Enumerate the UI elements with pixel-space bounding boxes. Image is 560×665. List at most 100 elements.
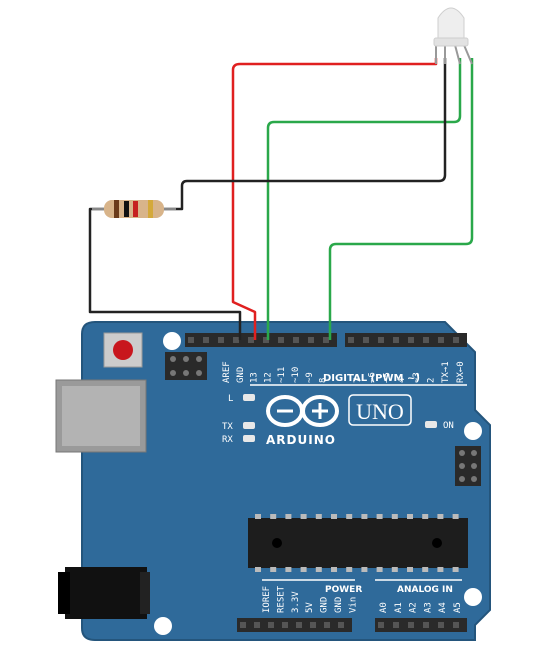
chip-pin (376, 567, 383, 572)
pin-label: GND (320, 597, 330, 613)
chip-pin (255, 567, 261, 572)
header-pin (423, 622, 429, 628)
pin-label: 13 (250, 372, 260, 383)
pin-label: 7 (353, 378, 363, 383)
chip-pin (255, 514, 261, 519)
pin-label: 12 (263, 372, 273, 383)
wires (88, 58, 474, 340)
header-pin (438, 337, 444, 343)
header-pin (363, 337, 369, 343)
mounting-hole (163, 332, 181, 350)
header-pin (268, 622, 274, 628)
digital-pin-labels-right: 7 ~6 ~5 4 ~3 2 TX→1 RX←0 (353, 361, 466, 383)
chip-pin (422, 567, 429, 572)
led-on: ON (425, 421, 454, 431)
led-tx: TX (222, 422, 255, 432)
pin-label: 5V (305, 602, 315, 613)
chip-pin (361, 514, 368, 519)
header-pin (233, 337, 239, 343)
svg-text:UNO: UNO (356, 399, 404, 424)
led-l: L (228, 394, 255, 404)
svg-text:ON: ON (443, 421, 454, 431)
chip-pin (270, 567, 277, 572)
chip-pin (300, 514, 307, 519)
header-pin (378, 622, 384, 628)
analog-label: ANALOG IN (397, 585, 453, 595)
pin-label: 4 (397, 378, 407, 383)
resistor (92, 200, 176, 218)
pin-label: 2 (427, 378, 437, 383)
icsp-header-right (455, 446, 481, 486)
resistor-band (133, 201, 138, 217)
wire-pin12-green (266, 58, 462, 340)
chip-pin (270, 514, 277, 519)
chip-pin (437, 567, 444, 572)
chip-pin (285, 514, 292, 519)
wire-gnd (88, 207, 242, 340)
header-pin (408, 337, 414, 343)
header-pin (323, 337, 329, 343)
digital-label: DIGITAL (PWM ~) (323, 373, 420, 384)
header-pin (310, 622, 316, 628)
mounting-hole (464, 422, 482, 440)
chip-pin (331, 514, 337, 519)
pin-label: GND (334, 597, 344, 613)
header-pin (278, 337, 284, 343)
digital-header-left (185, 333, 337, 347)
power-label: POWER (325, 585, 362, 595)
pin-label: A3 (423, 602, 433, 613)
chip-pin (361, 567, 368, 572)
led-rx: RX (222, 435, 255, 445)
header-pin (263, 337, 269, 343)
chip-pin (452, 514, 459, 519)
chip-pin (331, 567, 337, 572)
resistor-band (148, 200, 153, 218)
chip-pin (300, 567, 307, 572)
chip-pin (376, 514, 383, 519)
header-pin (240, 622, 246, 628)
header-pin (248, 337, 254, 343)
chip-pin (437, 514, 444, 519)
digital-header-right (345, 333, 467, 347)
chip-pin (391, 567, 398, 572)
pin-label: ~5 (382, 372, 392, 383)
header-pin (293, 337, 299, 343)
reset-button[interactable] (103, 332, 143, 368)
pin-label: AREF (222, 361, 232, 383)
wire-resistor-cathode (163, 58, 447, 211)
header-pin (218, 337, 224, 343)
svg-text:RX: RX (222, 435, 233, 445)
header-pin (203, 337, 209, 343)
chip-pin (315, 567, 322, 572)
pin-label: ~10 (291, 367, 301, 383)
header-pin (393, 337, 399, 343)
pin-label: ~6 (368, 372, 378, 383)
chip-pin (407, 514, 413, 519)
pin-label: ~3 (412, 372, 422, 383)
brand-label: ARDUINO (266, 433, 336, 447)
pin-label: RX←0 (456, 361, 466, 383)
header-pin (393, 622, 399, 628)
power-header (237, 618, 352, 632)
mounting-hole (464, 588, 482, 606)
pin-label: Vin (348, 597, 358, 613)
wire-pin13-red (231, 58, 438, 340)
pin-label: TX→1 (441, 361, 451, 383)
header-pin (348, 337, 354, 343)
pin-label: A4 (438, 602, 448, 613)
chip-pin (391, 514, 398, 519)
pin-label: ~11 (277, 367, 287, 383)
atmega-chip (248, 514, 468, 572)
pin-label: 8 (319, 378, 329, 383)
header-pin (453, 337, 459, 343)
header-pin (438, 622, 444, 628)
header-pin (378, 337, 384, 343)
resistor-band (124, 201, 129, 217)
header-pin (254, 622, 260, 628)
pin-label: IOREF (262, 586, 272, 613)
pin-label: A0 (379, 602, 389, 613)
header-pin (338, 622, 344, 628)
chip-pin (346, 514, 353, 519)
